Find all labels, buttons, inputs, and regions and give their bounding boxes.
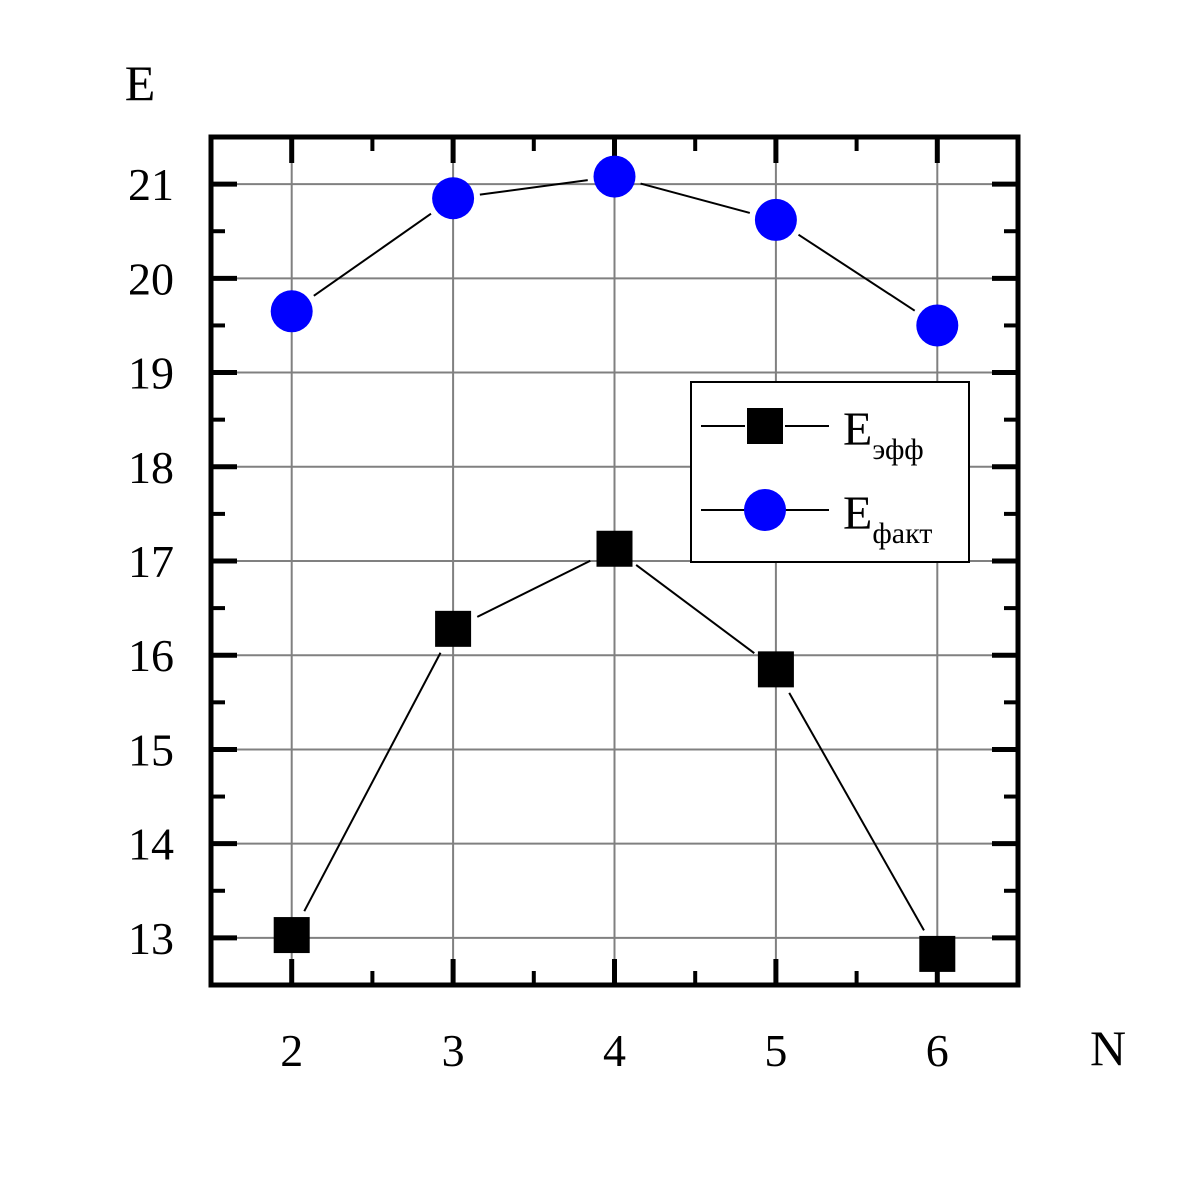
data-point-circle-N4 (593, 155, 636, 198)
x-tick-label-5: 5 (764, 1025, 787, 1076)
series-факт (270, 155, 959, 347)
data-point-square-N5 (757, 651, 794, 688)
legend-label-fakt-main: E (843, 487, 872, 540)
legend-circle-marker (744, 489, 786, 531)
data-point-square-N3 (435, 610, 472, 647)
plot-frame (208, 134, 1021, 988)
y-axis-title: E (125, 55, 156, 111)
legend-label-eff: Eэфф (843, 403, 924, 466)
legend-label-eff-sub: эфф (872, 433, 923, 466)
data-point-square-N2 (273, 917, 310, 954)
y-tick-label-16: 16 (128, 630, 174, 681)
y-tick-label-19: 19 (128, 348, 174, 399)
x-tick-label-6: 6 (926, 1025, 949, 1076)
series-эфф-segment-2 (635, 564, 755, 654)
tick-labels: 2 3 4 5 6 13 14 15 16 17 18 19 20 21 (128, 159, 949, 1076)
series-эфф (273, 530, 956, 972)
legend-box (690, 381, 970, 563)
series-факт-segment-0 (313, 212, 432, 297)
legend-label-eff-main: E (843, 403, 872, 456)
data-point-circle-N3 (432, 177, 475, 220)
x-axis-title: N (1090, 1020, 1126, 1076)
data-point-circle-N2 (270, 290, 313, 333)
x-tick-label-4: 4 (603, 1025, 626, 1076)
data-point-square-N4 (596, 530, 633, 567)
series-факт-segment-3 (797, 233, 916, 312)
y-tick-label-13: 13 (128, 913, 174, 964)
legend: Eэфф Eфакт (690, 381, 970, 563)
legend-square-marker (747, 408, 783, 444)
legend-label-fakt: Eфакт (843, 487, 932, 550)
series-layer (270, 155, 959, 972)
data-point-square-N6 (919, 935, 956, 972)
y-tick-label-17: 17 (128, 536, 174, 587)
y-tick-label-14: 14 (128, 819, 174, 870)
legend-label-fakt-sub: факт (872, 517, 932, 550)
series-факт-segment-1 (479, 179, 588, 196)
y-tick-label-15: 15 (128, 724, 174, 775)
x-tick-label-3: 3 (442, 1025, 465, 1076)
y-tick-label-20: 20 (128, 253, 174, 304)
y-tick-label-21: 21 (128, 159, 174, 210)
series-эфф-segment-3 (788, 692, 925, 931)
data-point-circle-N6 (916, 304, 959, 347)
series-факт-segment-2 (640, 182, 751, 214)
x-tick-label-2: 2 (280, 1025, 303, 1076)
data-point-circle-N5 (754, 198, 797, 241)
y-tick-label-18: 18 (128, 442, 174, 493)
series-эфф-segment-1 (476, 559, 591, 618)
series-эфф-segment-0 (303, 652, 442, 912)
